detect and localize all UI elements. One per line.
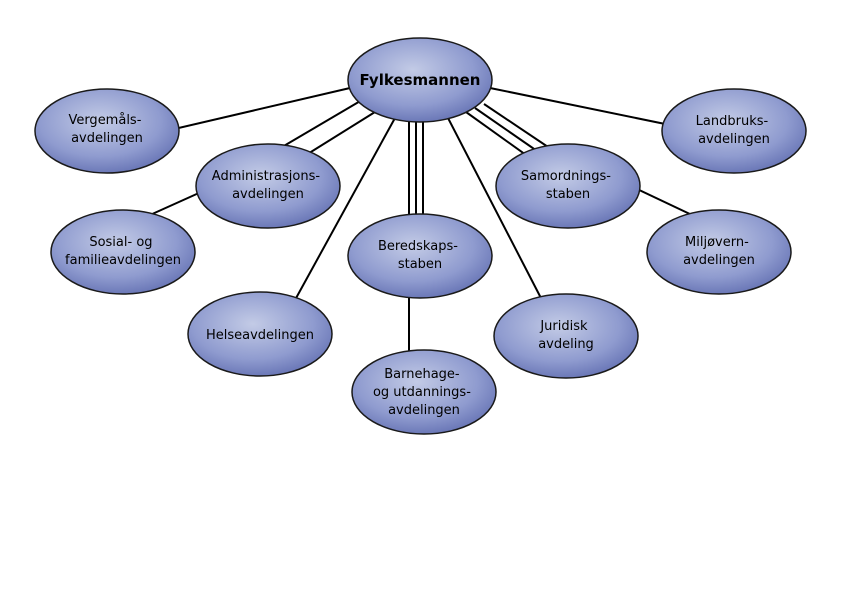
node-ellipse bbox=[50, 209, 196, 295]
node-landbruk: Landbruks- avdelingen bbox=[661, 88, 807, 174]
node-label-line: Landbruks- bbox=[696, 114, 769, 129]
node-label-line: Beredskaps- bbox=[378, 239, 458, 254]
node-ellipse bbox=[347, 213, 493, 299]
node-label-line: Helseavdelingen bbox=[206, 328, 314, 343]
node-label-line: Samordnings- bbox=[521, 169, 611, 184]
node-label-line: avdelingen bbox=[698, 132, 770, 147]
node-ellipse bbox=[351, 349, 497, 435]
node-barnehage: Barnehage- og utdannings- avdelingen bbox=[351, 349, 497, 435]
node-helse: Helseavdelingen bbox=[187, 291, 333, 377]
node-label-line: avdelingen bbox=[388, 403, 460, 418]
node-fylkesmannen: Fylkesmannen bbox=[347, 37, 493, 123]
node-samordning: Samordnings- staben bbox=[495, 143, 641, 229]
node-label-line: Administrasjons- bbox=[212, 169, 321, 184]
connector-helse bbox=[294, 117, 396, 301]
node-label: Fylkesmannen bbox=[360, 71, 481, 89]
connector-miljovern bbox=[634, 187, 693, 216]
node-sosial: Sosial- og familieavdelingen bbox=[50, 209, 196, 295]
node-label: Miljøvern- avdelingen bbox=[683, 235, 755, 268]
connector-vergemal bbox=[169, 87, 351, 131]
node-label-line: avdeling bbox=[538, 337, 594, 352]
node-label-line: Barnehage- bbox=[384, 367, 460, 382]
node-label-line: avdelingen bbox=[232, 187, 304, 202]
node-ellipse bbox=[347, 37, 493, 123]
node-ellipse bbox=[493, 293, 639, 379]
node-label-line: Juridisk bbox=[539, 319, 588, 334]
node-label: Vergemåls- avdelingen bbox=[68, 113, 145, 146]
node-ellipse bbox=[34, 88, 180, 174]
node-juridisk: Juridisk avdeling bbox=[493, 293, 639, 379]
node-label-line: avdelingen bbox=[683, 253, 755, 268]
node-administrasjon: Administrasjons- avdelingen bbox=[195, 143, 341, 229]
node-ellipse bbox=[187, 291, 333, 377]
node-label-line: og utdannings- bbox=[373, 385, 471, 400]
node-label-line: staben bbox=[546, 187, 590, 202]
node-ellipse bbox=[495, 143, 641, 229]
node-label-line: Fylkesmannen bbox=[360, 71, 481, 89]
node-label-line: staben bbox=[398, 257, 442, 272]
node-label-line: Miljøvern- bbox=[685, 235, 749, 250]
node-miljovern: Miljøvern- avdelingen bbox=[646, 209, 792, 295]
node-beredskap: Beredskaps- staben bbox=[347, 213, 493, 299]
node-vergemal: Vergemåls- avdelingen bbox=[34, 88, 180, 174]
node-label: Administrasjons- avdelingen bbox=[212, 169, 324, 202]
connector-juridisk bbox=[447, 117, 544, 303]
node-ellipse bbox=[646, 209, 792, 295]
node-label: Landbruks- avdelingen bbox=[696, 114, 773, 147]
node-label: Helseavdelingen bbox=[206, 328, 314, 343]
node-label-line: familieavdelingen bbox=[65, 253, 181, 268]
node-label: Samordnings- staben bbox=[521, 169, 615, 202]
node-label: Juridisk avdeling bbox=[538, 319, 594, 352]
node-ellipse bbox=[195, 143, 341, 229]
connector-landbruk bbox=[489, 87, 671, 126]
node-label-line: Sosial- og bbox=[89, 235, 152, 250]
node-label: Barnehage- og utdannings- avdelingen bbox=[373, 367, 475, 418]
node-label: Sosial- og familieavdelingen bbox=[65, 235, 181, 268]
node-label-line: avdelingen bbox=[71, 131, 143, 146]
node-ellipse bbox=[661, 88, 807, 174]
node-label-line: Vergemåls- bbox=[68, 113, 141, 128]
node-label: Beredskaps- staben bbox=[378, 239, 462, 272]
